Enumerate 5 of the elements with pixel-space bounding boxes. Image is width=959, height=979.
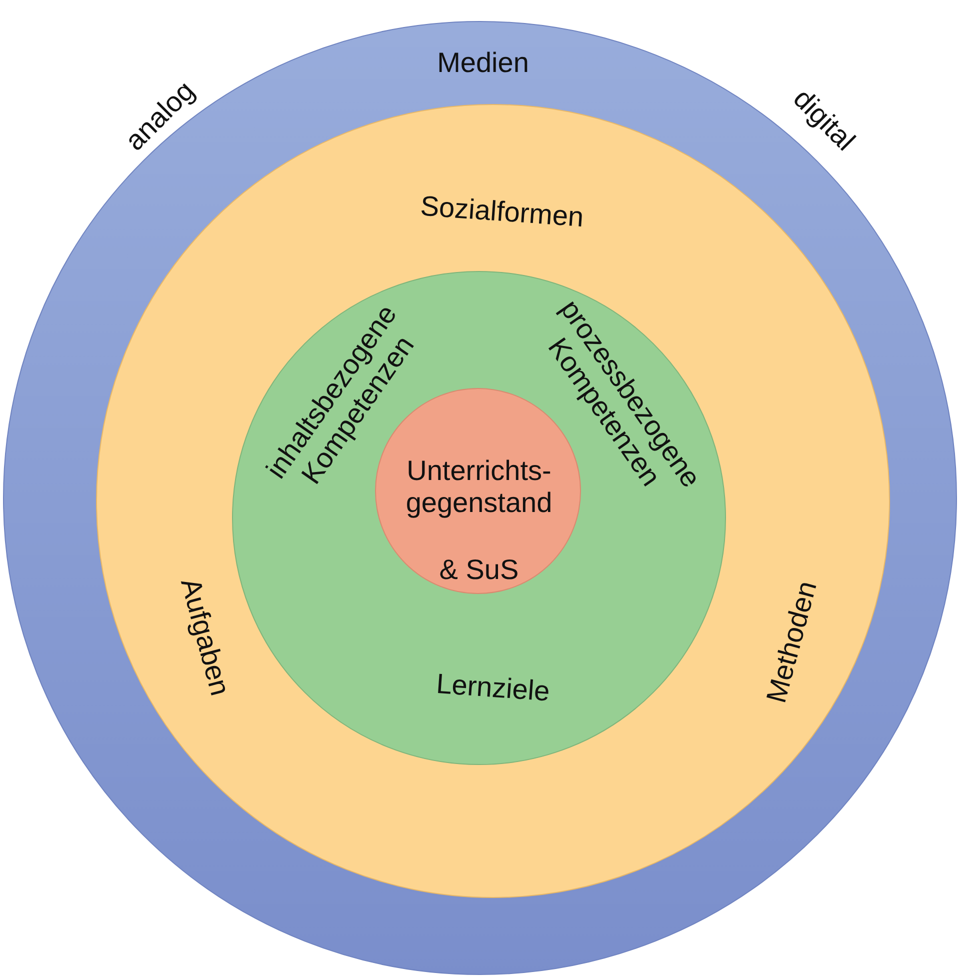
ring-label: Lernziele — [434, 666, 552, 709]
ring-label: Sozialformen — [418, 189, 586, 235]
ring-label: Medien — [436, 46, 530, 80]
ring-label: Aufgaben — [174, 574, 238, 701]
ring-label: & SuS — [438, 554, 520, 586]
